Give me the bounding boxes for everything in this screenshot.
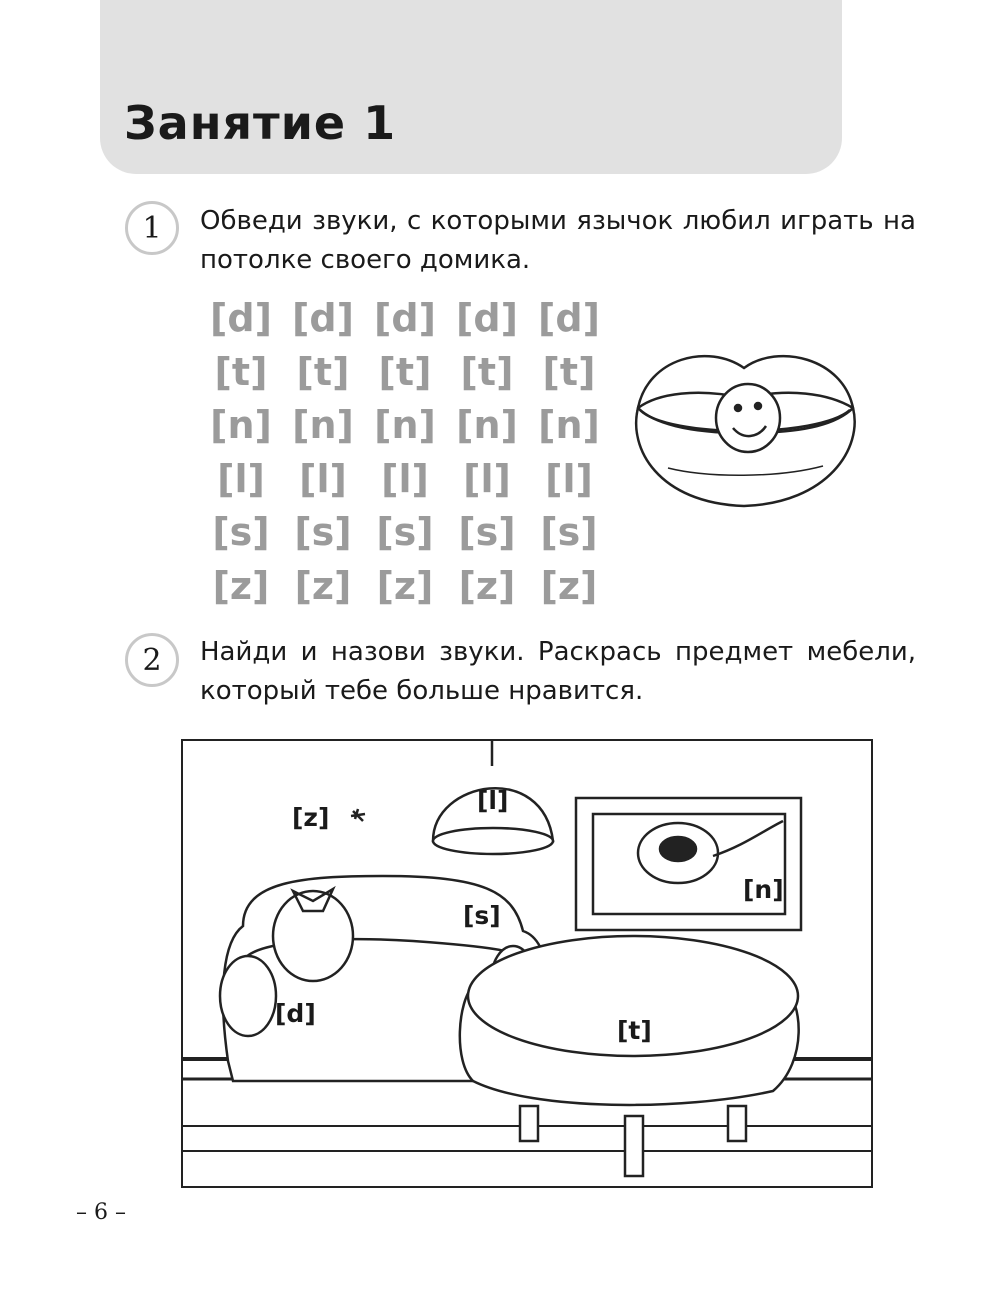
sound-cell[interactable]: [l] [463,456,511,501]
sound-cell[interactable]: [s] [376,510,434,554]
sound-cell[interactable]: [n] [374,403,436,447]
label-n: [n] [743,875,784,904]
sound-cell[interactable]: [d] [538,296,600,340]
sound-cell[interactable]: [d] [292,296,354,340]
task-number-2: 2 [125,633,179,687]
sound-cell[interactable]: [z] [540,563,598,608]
room-drawing [183,741,871,1178]
sound-cell[interactable]: [s] [458,510,516,554]
lips-tongue-illustration [634,354,856,508]
sound-cell[interactable]: [d] [374,296,436,340]
sound-cell[interactable]: [n] [456,403,518,447]
sound-cell[interactable]: [t] [378,349,432,394]
label-t: [t] [617,1016,652,1045]
label-z: [z] [292,803,330,832]
sound-cell[interactable]: [n] [292,403,354,447]
sound-cell[interactable]: [l] [545,456,593,501]
page-title: Занятие 1 [124,96,397,150]
lamp [431,787,555,843]
task-2-text: Найди и назови звуки. Раскрась предмет м… [200,637,916,706]
sound-cell[interactable]: [t] [214,349,268,394]
sound-cell[interactable]: [t] [296,349,350,394]
sound-cell[interactable]: [s] [294,510,352,554]
label-d: [d] [275,999,316,1028]
label-l: [l] [477,786,509,815]
label-s: [s] [463,901,501,930]
task-number-1: 1 [125,201,179,255]
table-top [466,934,800,1058]
sound-grid: [d] [d] [d] [d] [d] [t] [t] [t] [t] [t] [n] [n] [n] [… [200,292,610,613]
sound-cell[interactable]: [l] [299,456,347,501]
sound-cell[interactable]: [t] [460,349,514,394]
sound-cell[interactable]: [z] [212,563,270,608]
sound-cell[interactable]: [s] [540,510,598,554]
mosquito [350,808,366,822]
sound-cell[interactable]: [n] [210,403,272,447]
sound-cell[interactable]: [n] [538,403,600,447]
sound-cell[interactable]: [z] [376,563,434,608]
room-illustration: [z] [l] [n] [s] [d] [t] [181,739,873,1188]
sound-cell[interactable]: [d] [456,296,518,340]
sound-cell[interactable]: [z] [294,563,352,608]
sound-cell[interactable]: [t] [542,349,596,394]
page-number: – 6 – [76,1200,126,1225]
lesson-header [100,0,842,174]
sound-cell[interactable]: [l] [381,456,429,501]
sound-cell[interactable]: [s] [212,510,270,554]
sound-cell[interactable]: [z] [458,563,516,608]
task-1-text: Обведи звуки, с которыми язычок любил иг… [200,206,916,275]
doll [271,889,355,983]
sound-cell[interactable]: [d] [210,296,272,340]
picture-frame [574,796,803,932]
sound-cell[interactable]: [l] [217,456,265,501]
